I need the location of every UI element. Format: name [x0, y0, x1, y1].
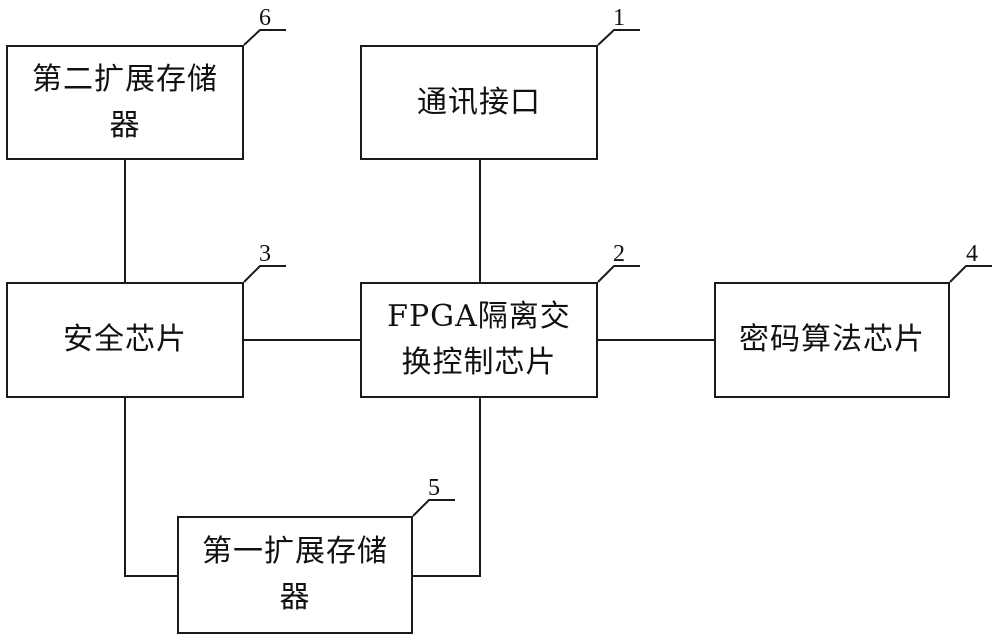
connector-security-chip-first-memory	[124, 398, 177, 577]
connector-fpga-first-memory	[413, 398, 481, 577]
first-expansion-memory-label: 第一扩展存储器	[202, 534, 388, 615]
security-chip-label: 安全芯片	[63, 322, 187, 357]
ref-numeral-1: 1	[613, 5, 625, 31]
fpga-isolation-chip-block: FPGA隔离交换控制芯片	[360, 282, 598, 398]
ref-numeral-6: 6	[259, 5, 271, 31]
communication-interface-block: 通讯接口	[360, 45, 598, 160]
ref-numeral-5: 5	[428, 475, 440, 501]
second-expansion-memory-block: 第二扩展存储器	[6, 45, 244, 160]
leader-line-2	[597, 265, 640, 283]
leader-line-4	[949, 265, 992, 283]
ref-numeral-3: 3	[259, 241, 271, 267]
ref-numeral-2: 2	[613, 241, 625, 267]
second-expansion-memory-label: 第二扩展存储器	[32, 61, 218, 143]
leader-line-3	[243, 265, 286, 283]
leader-line-5	[412, 499, 455, 517]
security-chip-block: 安全芯片	[6, 282, 244, 398]
leader-line-6	[243, 29, 286, 46]
ref-numeral-4: 4	[966, 241, 978, 267]
communication-interface-label: 通讯接口	[417, 84, 541, 120]
fpga-isolation-chip-label: FPGA隔离交换控制芯片	[387, 299, 571, 380]
crypto-algorithm-chip-label: 密码算法芯片	[739, 322, 925, 357]
leader-line-1	[597, 29, 640, 46]
first-expansion-memory-block: 第一扩展存储器	[177, 516, 413, 634]
crypto-algorithm-chip-block: 密码算法芯片	[714, 282, 950, 398]
